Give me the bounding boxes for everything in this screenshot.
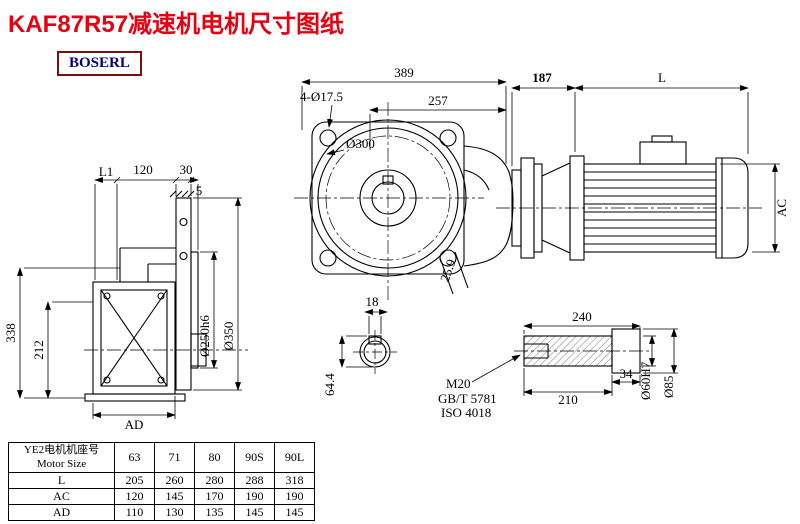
bolt-hole <box>319 129 337 147</box>
motor-size-header-cell: YE2电机机座号 Motor Size <box>8 442 115 473</box>
dim-o60h7: Ø60H7 <box>638 361 653 400</box>
dim-64-4: 64.4 <box>322 373 337 396</box>
angle-extension-line <box>454 251 469 289</box>
bolt-hole <box>319 249 337 267</box>
terminal-box-lid <box>651 135 673 143</box>
motor-size-header-cn: YE2电机机座号 <box>23 443 100 456</box>
table-cell-AC-63: 120 <box>114 488 155 505</box>
table-header-row: YE2电机机座号 Motor Size 63 71 80 90S 90L <box>8 442 315 473</box>
dim-389: 389 <box>394 65 414 80</box>
dim-210: 210 <box>558 392 578 407</box>
side-view <box>511 135 749 261</box>
table-cell-AD-80: 135 <box>194 504 235 521</box>
table-cell-AD-90S: 145 <box>234 504 275 521</box>
front-view-centerlines <box>294 102 484 302</box>
cover-bolt <box>103 376 111 384</box>
frame-size-90L: 90L <box>274 442 315 473</box>
table-cell-AD-90L: 145 <box>274 504 315 521</box>
gear-housing-profile <box>463 145 514 267</box>
row-label-L: L <box>8 472 115 489</box>
table-cell-AC-90L: 190 <box>274 488 315 505</box>
flange-bolt-hole <box>179 251 188 261</box>
motor-size-table: YE2电机机座号 Motor Size 63 71 80 90S 90L L 2… <box>8 442 315 521</box>
label-gbt5781: GB/T 5781 <box>438 391 497 406</box>
shaft-end-dimensions <box>339 309 388 368</box>
motor-body <box>583 163 717 253</box>
dim-25-9: 25.9 <box>437 257 459 284</box>
dim-338: 338 <box>3 323 18 343</box>
table-cell-AC-90S: 190 <box>234 488 275 505</box>
shaft-end-centerlines <box>353 330 397 374</box>
motor-size-header-en: Motor Size <box>36 457 87 470</box>
cover-bolt <box>157 376 165 384</box>
shaft-detail-dimensions <box>471 323 678 396</box>
frame-size-63: 63 <box>114 442 155 473</box>
dim-30: 30 <box>180 162 193 177</box>
flange-bolt-hole <box>179 217 188 227</box>
dim-L1: L1 <box>99 164 113 179</box>
cover-bolt <box>157 292 165 300</box>
table-cell-L-90L: 318 <box>274 472 315 489</box>
dim-4-o17-5: 4-Ø17.5 <box>300 89 343 104</box>
fan-cowl <box>715 157 749 259</box>
flange-spigot <box>190 251 199 369</box>
dim-L: L <box>658 70 666 85</box>
frame-size-80: 80 <box>194 442 235 473</box>
table-cell-L-71: 260 <box>154 472 195 489</box>
cover-bolt <box>103 292 111 300</box>
dim-o85: Ø85 <box>661 376 676 398</box>
dim-AC: AC <box>774 199 789 217</box>
left-view <box>84 190 207 402</box>
table-cell-L-90S: 288 <box>234 472 275 489</box>
angle-extension-line <box>439 257 454 295</box>
label-iso4018: ISO 4018 <box>441 405 491 420</box>
frame-size-90S: 90S <box>234 442 275 473</box>
dim-o250h6: Ø250h6 <box>197 315 212 357</box>
gearbox-cover <box>100 289 168 387</box>
table-row-AD: AD 110 130 135 145 145 <box>8 504 315 521</box>
page-title: KAF87R57减速机电机尺寸图纸 <box>8 11 345 38</box>
row-label-AC: AC <box>8 488 115 505</box>
brand-logo: BOSERL <box>57 51 142 76</box>
dim-187: 187 <box>532 70 552 85</box>
gear-housing-inner-line <box>463 169 490 191</box>
table-cell-AD-63: 110 <box>114 504 155 521</box>
table-cell-AC-71: 145 <box>154 488 195 505</box>
dim-18: 18 <box>366 294 379 309</box>
table-cell-AD-71: 130 <box>154 504 195 521</box>
dim-240: 240 <box>572 309 592 324</box>
dim-AD: AD <box>125 417 144 432</box>
table-row-L: L 205 260 280 288 318 <box>8 472 315 489</box>
bolt-hole <box>439 129 457 147</box>
left-view-dimensions <box>17 176 242 419</box>
front-view-dimensions <box>301 79 507 164</box>
dim-257: 257 <box>428 93 448 108</box>
side-view-dimensions <box>511 85 780 253</box>
terminal-box <box>639 141 687 165</box>
table-cell-AC-80: 170 <box>194 488 235 505</box>
dim-o350: Ø350 <box>221 322 236 351</box>
dim-212: 212 <box>31 340 46 360</box>
dim-5: 5 <box>196 183 203 198</box>
table-cell-L-63: 205 <box>114 472 155 489</box>
dim-120: 120 <box>133 162 153 177</box>
table-row-AC: AC 120 145 170 190 190 <box>8 488 315 505</box>
label-m20: M20 <box>446 376 471 391</box>
dim-34: 34 <box>620 366 634 381</box>
frame-size-71: 71 <box>154 442 195 473</box>
gearbox-base <box>84 393 186 402</box>
front-view <box>309 119 514 295</box>
table-cell-L-80: 280 <box>194 472 235 489</box>
dim-o300: Ø300 <box>346 136 375 151</box>
row-label-AD: AD <box>8 504 115 521</box>
output-flange-plate <box>175 197 192 391</box>
